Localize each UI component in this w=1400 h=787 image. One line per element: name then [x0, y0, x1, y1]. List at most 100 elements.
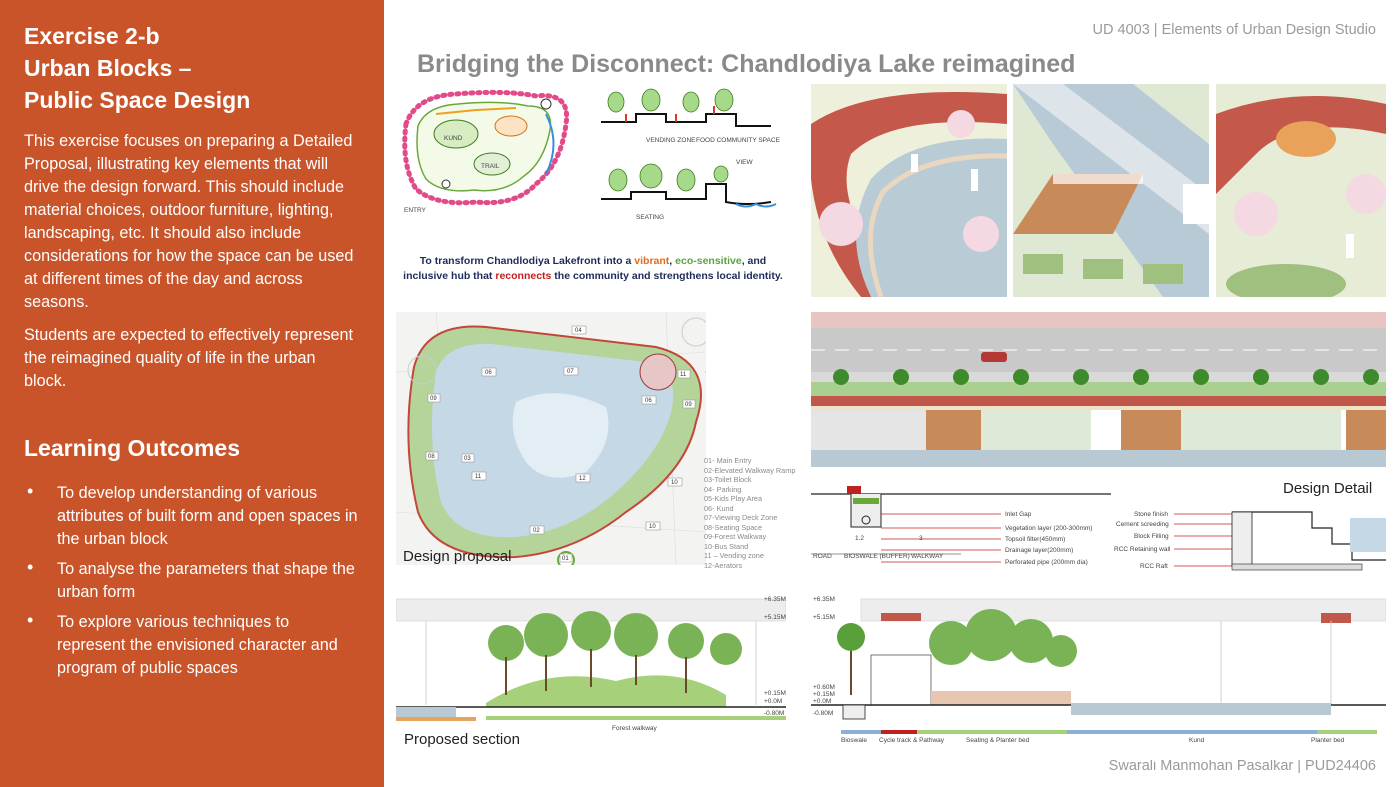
plan-number: 11	[680, 372, 687, 378]
legend-item: 02-Elevated Walkway Ramp	[704, 465, 796, 475]
detail-layer-label: RCC Raft	[1140, 563, 1168, 570]
section-right: Bioswale Cycle track & Pathway Seating &…	[811, 595, 1386, 760]
render-deck-drawing	[1013, 84, 1209, 297]
section-level: +0.0M	[764, 698, 782, 705]
detail-layer-label: Stone finish	[1134, 511, 1168, 518]
sketch-note: VENDING ZONE	[646, 137, 696, 144]
legend-item: 04- Parking	[704, 484, 742, 494]
street-plan-strip	[811, 312, 1386, 467]
concept-sketch-plan-drawing: KUND TRAIL ENTRY	[402, 89, 570, 214]
proposed-section-caption: Proposed section	[404, 731, 520, 748]
detail-layer-label: Cement screeding	[1116, 521, 1169, 528]
outcome-item: To develop understanding of various attr…	[24, 480, 362, 551]
sketch-note: TRAIL	[481, 163, 500, 170]
render-view-walkway	[811, 84, 1007, 297]
outcome-item: To explore various techniques to represe…	[24, 609, 362, 680]
exercise-expectation: Students are expected to effectively rep…	[24, 326, 354, 390]
plan-number: 09	[685, 402, 692, 408]
section-level: +0.15M	[764, 690, 786, 697]
plan-number: 07	[567, 369, 574, 375]
sketch-note: SEATING	[636, 214, 664, 221]
section-level: -0.80M	[813, 710, 833, 717]
render-view-deck	[1013, 84, 1209, 297]
section-level: +6.35M	[764, 596, 786, 603]
left-info-panel: Exercise 2-b Urban Blocks – Public Space…	[0, 0, 384, 787]
detail-layer-label: Drainage layer(200mm)	[1005, 547, 1073, 554]
detail-bioswale: ROAD BIOSWALE (BUFFER) WALKWAY 1.2 3 Inl…	[811, 482, 1111, 577]
detail-retaining-drawing: Stone finish Cement screeding Block Fill…	[1112, 498, 1386, 578]
detail-layer-label: Topsoil filter(450mm)	[1005, 536, 1065, 543]
section-level: +0.0M	[813, 698, 831, 705]
section-left-drawing: Forest walkway +6.35M +5.15M +0.15M +0.0…	[396, 595, 786, 755]
detail-layer-label: Vegetation layer (200-300mm)	[1005, 525, 1092, 532]
vision-statement: To transform Chandlodiya Lakefront into …	[403, 255, 783, 282]
exercise-title: Exercise 2-b Urban Blocks – Public Space…	[24, 23, 251, 113]
plan-number: 12	[579, 476, 586, 482]
section-zone-label: Bioswale	[841, 737, 867, 744]
page-title: Bridging the Disconnect: Chandlodiya Lak…	[417, 50, 1076, 78]
sketch-note: VIEW	[736, 159, 753, 166]
design-detail-caption: Design Detail	[1283, 480, 1373, 497]
section-level: -0.80M	[764, 710, 784, 717]
plan-number: 02	[533, 528, 540, 534]
render-walkway-drawing	[811, 84, 1007, 297]
plan-number: 01	[562, 556, 569, 562]
site-plan: 04 06 07 11 05 06 09 03 02 09 08 03 11 1…	[396, 312, 706, 565]
detail-layer-label: Block Filling	[1134, 533, 1169, 540]
section-level: +6.35M	[813, 596, 835, 603]
detail-bioswale-drawing: ROAD BIOSWALE (BUFFER) WALKWAY 1.2 3 Inl…	[811, 482, 1111, 577]
plan-number: 06	[645, 398, 652, 404]
detail-retaining-wall: Stone finish Cement screeding Block Fill…	[1112, 498, 1386, 578]
plan-number: 06	[485, 370, 492, 376]
plan-number: 10	[649, 524, 656, 530]
section-left: Forest walkway +6.35M +5.15M +0.15M +0.0…	[396, 595, 786, 755]
concept-sketch-plan: KUND TRAIL ENTRY	[396, 84, 592, 226]
concept-sketch-sections: VENDING ZONE FOOD COMMUNITY SPACE SEATIN…	[596, 84, 792, 234]
sketch-note: ENTRY	[404, 207, 427, 214]
legend-item: 03-Toilet Block	[704, 475, 752, 484]
legend-item: 12-Aerators	[704, 560, 743, 570]
legend-item: 10-Bus Stand	[704, 541, 749, 551]
legend-item: 11 – Vending zone	[704, 551, 764, 560]
outcome-item: To analyse the parameters that shape the…	[24, 556, 362, 604]
site-plan-drawing: 04 06 07 11 05 06 09 03 02 09 08 03 11 1…	[396, 312, 706, 565]
section-zone-label: Kund	[1189, 737, 1205, 744]
section-level: +5.15M	[813, 614, 835, 621]
plan-number: 11	[475, 474, 482, 480]
legend-item: 01- Main Entry	[704, 456, 752, 465]
detail-zone-label: ROAD	[813, 553, 832, 560]
plan-legend: 01- Main Entry 02-Elevated Walkway Ramp …	[704, 456, 795, 570]
legend-item: 08-Seating Space	[704, 522, 763, 532]
render-view-plaza	[1216, 84, 1386, 297]
sketch-note: KUND	[444, 135, 463, 142]
section-zone-label: Planter bed	[1311, 737, 1345, 744]
detail-zone-label: WALKWAY	[911, 553, 944, 560]
street-plan-drawing	[811, 312, 1386, 467]
section-level: +0.15M	[813, 691, 835, 698]
detail-zone-label: BIOSWALE (BUFFER)	[844, 553, 910, 560]
learning-outcomes-heading: Learning Outcomes	[24, 435, 240, 461]
detail-dim-label: 1.2	[855, 535, 864, 542]
section-zone-label: Forest walkway	[612, 725, 658, 732]
sketch-note: FOOD COMMUNITY SPACE	[696, 137, 781, 144]
legend-item: 05-Kids Play Area	[704, 494, 763, 503]
legend-item: 09-Forest Walkway	[704, 532, 767, 541]
detail-layer-label: RCC Retaining wall	[1114, 546, 1171, 553]
legend-item: 06- Kund	[704, 503, 734, 513]
author-label: Swarali Manmohan Pasalkar | PUD24406	[1108, 758, 1376, 774]
plan-number: 10	[671, 480, 678, 486]
plan-number: 08	[428, 454, 435, 460]
section-level: +5.15M	[764, 614, 786, 621]
plan-number: 04	[575, 328, 582, 334]
learning-outcomes-list: To develop understanding of various attr…	[24, 480, 362, 680]
section-level: +0.60M	[813, 684, 835, 691]
section-right-drawing: Bioswale Cycle track & Pathway Seating &…	[811, 595, 1386, 760]
concept-sketch-sections-drawing: VENDING ZONE FOOD COMMUNITY SPACE SEATIN…	[601, 88, 781, 221]
detail-dim-label: 3	[919, 535, 923, 542]
plan-number: 09	[430, 396, 437, 402]
legend-item: 07-Viewing Deck Zone	[704, 513, 778, 522]
section-zone-label: Cycle track & Pathway	[879, 737, 945, 744]
plan-number: 03	[464, 456, 471, 462]
course-label: UD 4003 | Elements of Urban Design Studi…	[1092, 22, 1376, 38]
section-zone-label: Seating & Planter bed	[966, 737, 1030, 744]
